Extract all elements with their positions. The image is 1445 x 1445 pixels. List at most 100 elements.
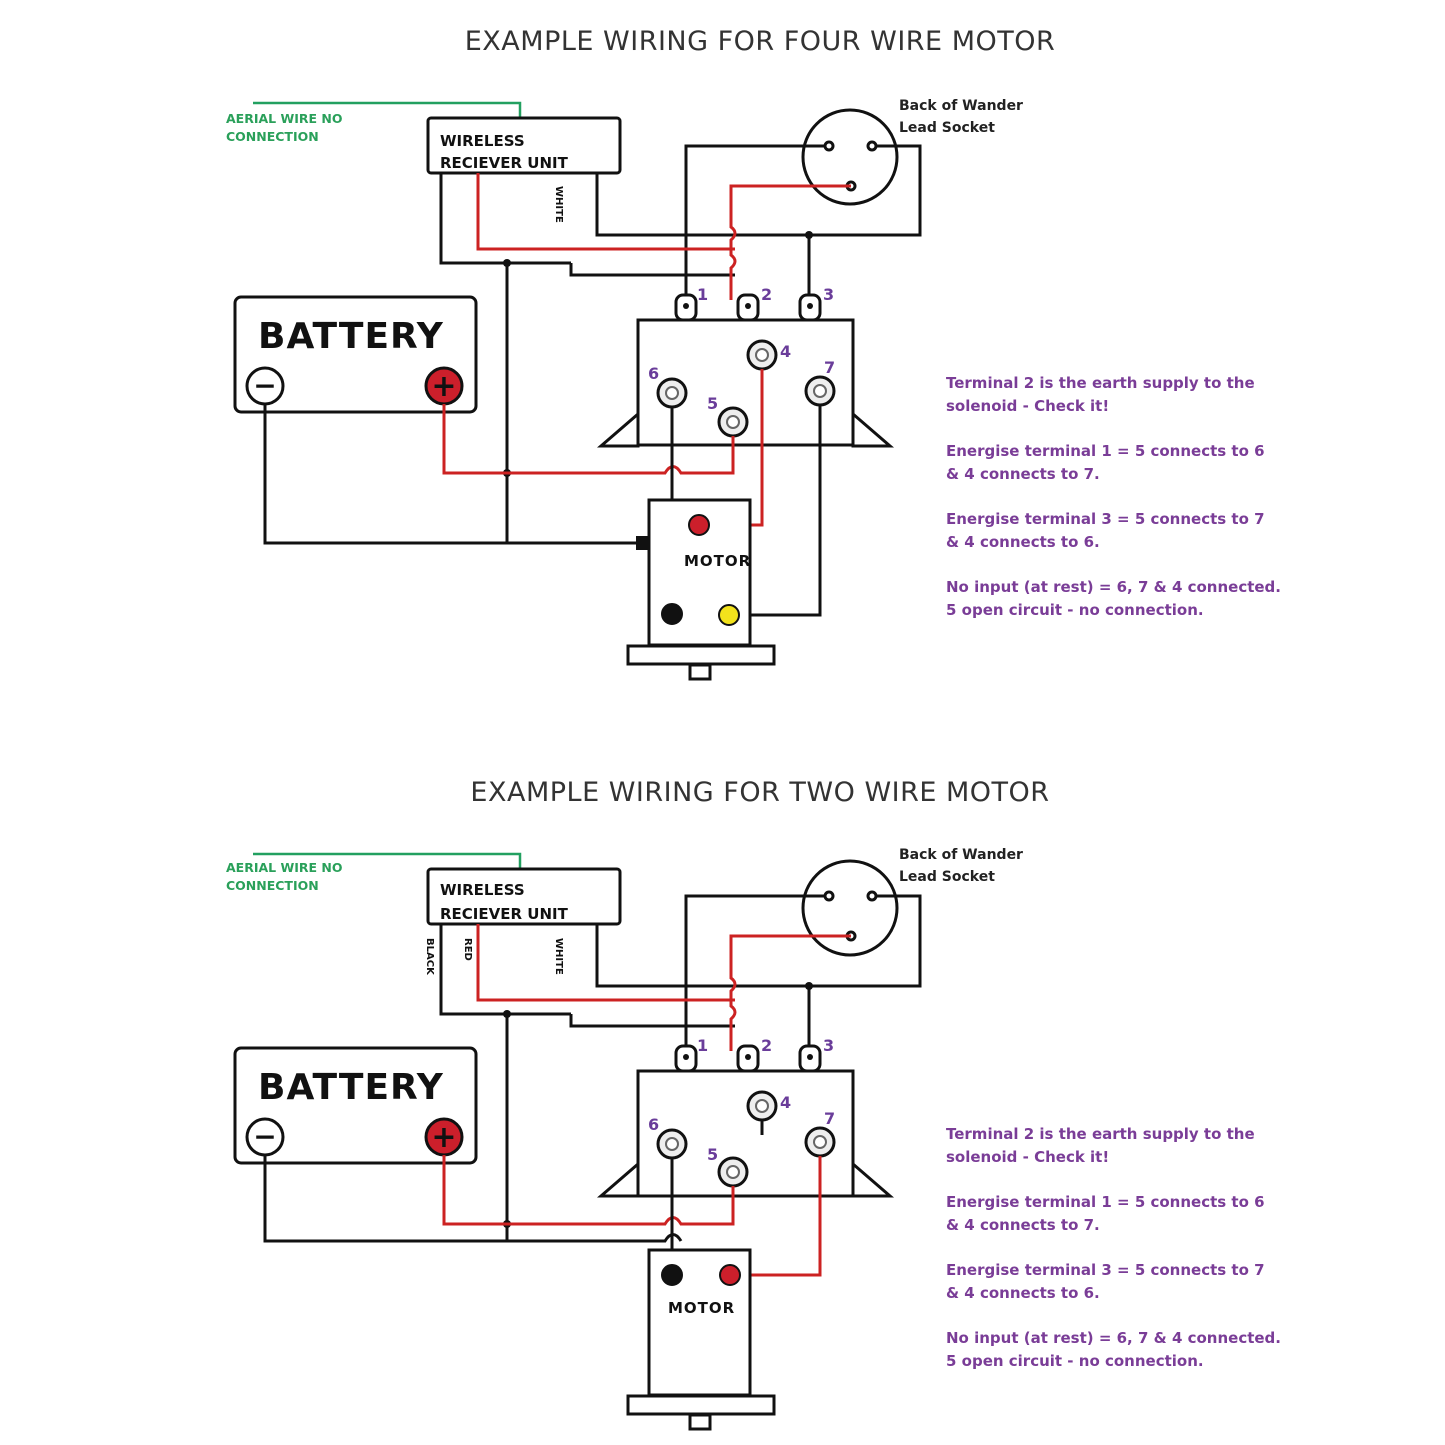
note-line: 5 open circuit - no connection.	[946, 1352, 1204, 1370]
wire	[569, 263, 735, 277]
motor-terminal-black	[661, 1264, 683, 1286]
wire-label-black: BLACK	[424, 938, 435, 976]
motor-ground-lug	[636, 536, 648, 550]
motor-terminal-red	[688, 514, 710, 536]
terminal-label-6: 6	[648, 1115, 659, 1134]
receiver-label-line1: WIRELESS	[440, 881, 525, 899]
battery-negative-symbol: −	[253, 369, 276, 402]
motor-base	[626, 644, 776, 666]
aerial-label-line1: AERIAL WIRE NO	[226, 860, 343, 875]
motor-terminal-red	[719, 1264, 741, 1286]
note-line: solenoid - Check it!	[946, 397, 1109, 415]
wire	[569, 1014, 735, 1028]
note-line: & 4 connects to 7.	[946, 465, 1100, 483]
battery-positive-symbol: +	[431, 369, 456, 404]
wire-red	[730, 1156, 822, 1277]
battery-positive-symbol: +	[431, 1120, 456, 1155]
terminal-label-2: 2	[761, 285, 772, 304]
wire	[729, 405, 822, 617]
wire-red	[729, 184, 851, 300]
battery	[233, 1046, 478, 1165]
wire-label-white: WHITE	[553, 186, 564, 223]
terminal-notes: Terminal 2 is the earth supply to the so…	[946, 374, 1281, 619]
battery-negative-symbol: −	[253, 1120, 276, 1153]
receiver-label-line2: RECIEVER UNIT	[440, 154, 569, 172]
terminal-label-7: 7	[824, 358, 835, 377]
battery-label: BATTERY	[258, 316, 444, 357]
wireless-receiver-unit	[426, 867, 622, 926]
terminal-label-4: 4	[780, 1093, 791, 1112]
motor-terminal-yellow	[718, 604, 740, 626]
note-line: solenoid - Check it!	[946, 1148, 1109, 1166]
solenoid: 1 2 3 4 5 6 7	[596, 285, 895, 448]
socket-label-line2: Lead Socket	[899, 120, 995, 136]
terminal-notes: Terminal 2 is the earth supply to the so…	[946, 1125, 1281, 1370]
terminal-label-6: 6	[648, 364, 659, 383]
wireless-receiver-unit	[426, 116, 622, 175]
two-wire-diagram: EXAMPLE WIRING FOR TWO WIRE MOTOR AERIAL…	[226, 777, 1281, 1431]
terminal-label-5: 5	[707, 1145, 718, 1164]
receiver-label-line2: RECIEVER UNIT	[440, 905, 569, 923]
aerial-label-line2: CONNECTION	[226, 129, 319, 144]
note-line: 5 open circuit - no connection.	[946, 601, 1204, 619]
socket-pin	[866, 890, 878, 902]
diagram-title: EXAMPLE WIRING FOR TWO WIRE MOTOR	[470, 777, 1049, 808]
wander-lead-socket	[801, 859, 899, 957]
aerial-wire	[253, 101, 522, 118]
terminal-label-5: 5	[707, 394, 718, 413]
note-line: Energise terminal 1 = 5 connects to 6	[946, 442, 1265, 460]
junction	[503, 1010, 511, 1018]
solenoid: 1 2 3 4 5 6 7	[596, 1036, 895, 1198]
aerial-wire	[253, 852, 522, 869]
wander-lead-socket	[801, 108, 899, 206]
wire-label-red: RED	[462, 938, 473, 961]
wire	[439, 173, 571, 265]
terminal-label-3: 3	[823, 285, 834, 304]
socket-pin	[823, 890, 835, 902]
battery	[233, 295, 478, 414]
junction	[503, 259, 511, 267]
aerial-label-line2: CONNECTION	[226, 878, 319, 893]
note-line: Energise terminal 3 = 5 connects to 7	[946, 1261, 1265, 1279]
wire-battery-negative	[263, 1155, 683, 1243]
terminal-label-3: 3	[823, 1036, 834, 1055]
note-line: & 4 connects to 7.	[946, 1216, 1100, 1234]
terminal-label-7: 7	[824, 1109, 835, 1128]
terminal-label-2: 2	[761, 1036, 772, 1055]
battery-label: BATTERY	[258, 1067, 444, 1108]
note-line: No input (at rest) = 6, 7 & 4 connected.	[946, 1329, 1281, 1347]
note-line: & 4 connects to 6.	[946, 533, 1100, 551]
four-wire-diagram: EXAMPLE WIRING FOR FOUR WIRE MOTOR AERIA…	[226, 26, 1281, 681]
wire	[595, 144, 922, 237]
wire-battery-negative	[263, 404, 640, 545]
diagram-title: EXAMPLE WIRING FOR FOUR WIRE MOTOR	[465, 26, 1056, 57]
socket-pin	[823, 140, 835, 152]
receiver-label-line1: WIRELESS	[440, 132, 525, 150]
wire	[439, 924, 571, 1016]
note-line: Energise terminal 1 = 5 connects to 6	[946, 1193, 1265, 1211]
motor-label: MOTOR	[684, 552, 751, 570]
aerial-label-line1: AERIAL WIRE NO	[226, 111, 343, 126]
motor-shaft	[688, 1413, 712, 1431]
socket-pin	[866, 140, 878, 152]
motor-label: MOTOR	[668, 1299, 735, 1317]
note-line: Terminal 2 is the earth supply to the	[946, 1125, 1255, 1143]
note-line: Terminal 2 is the earth supply to the	[946, 374, 1255, 392]
motor-base	[626, 1394, 776, 1416]
wire-red	[476, 924, 735, 1002]
terminal-label-1: 1	[697, 1036, 708, 1055]
junction	[805, 231, 813, 239]
wire-label-white: WHITE	[553, 938, 564, 975]
terminal-label-1: 1	[697, 285, 708, 304]
motor-shaft	[688, 663, 712, 681]
note-line: & 4 connects to 6.	[946, 1284, 1100, 1302]
terminal-label-4: 4	[780, 342, 791, 361]
wire-red	[476, 173, 735, 251]
wire-red	[729, 934, 851, 1051]
socket-label-line1: Back of Wander	[899, 847, 1023, 863]
socket-label-line2: Lead Socket	[899, 869, 995, 885]
motor-terminal-black	[661, 603, 683, 625]
note-line: Energise terminal 3 = 5 connects to 7	[946, 510, 1265, 528]
socket-label-line1: Back of Wander	[899, 98, 1023, 114]
